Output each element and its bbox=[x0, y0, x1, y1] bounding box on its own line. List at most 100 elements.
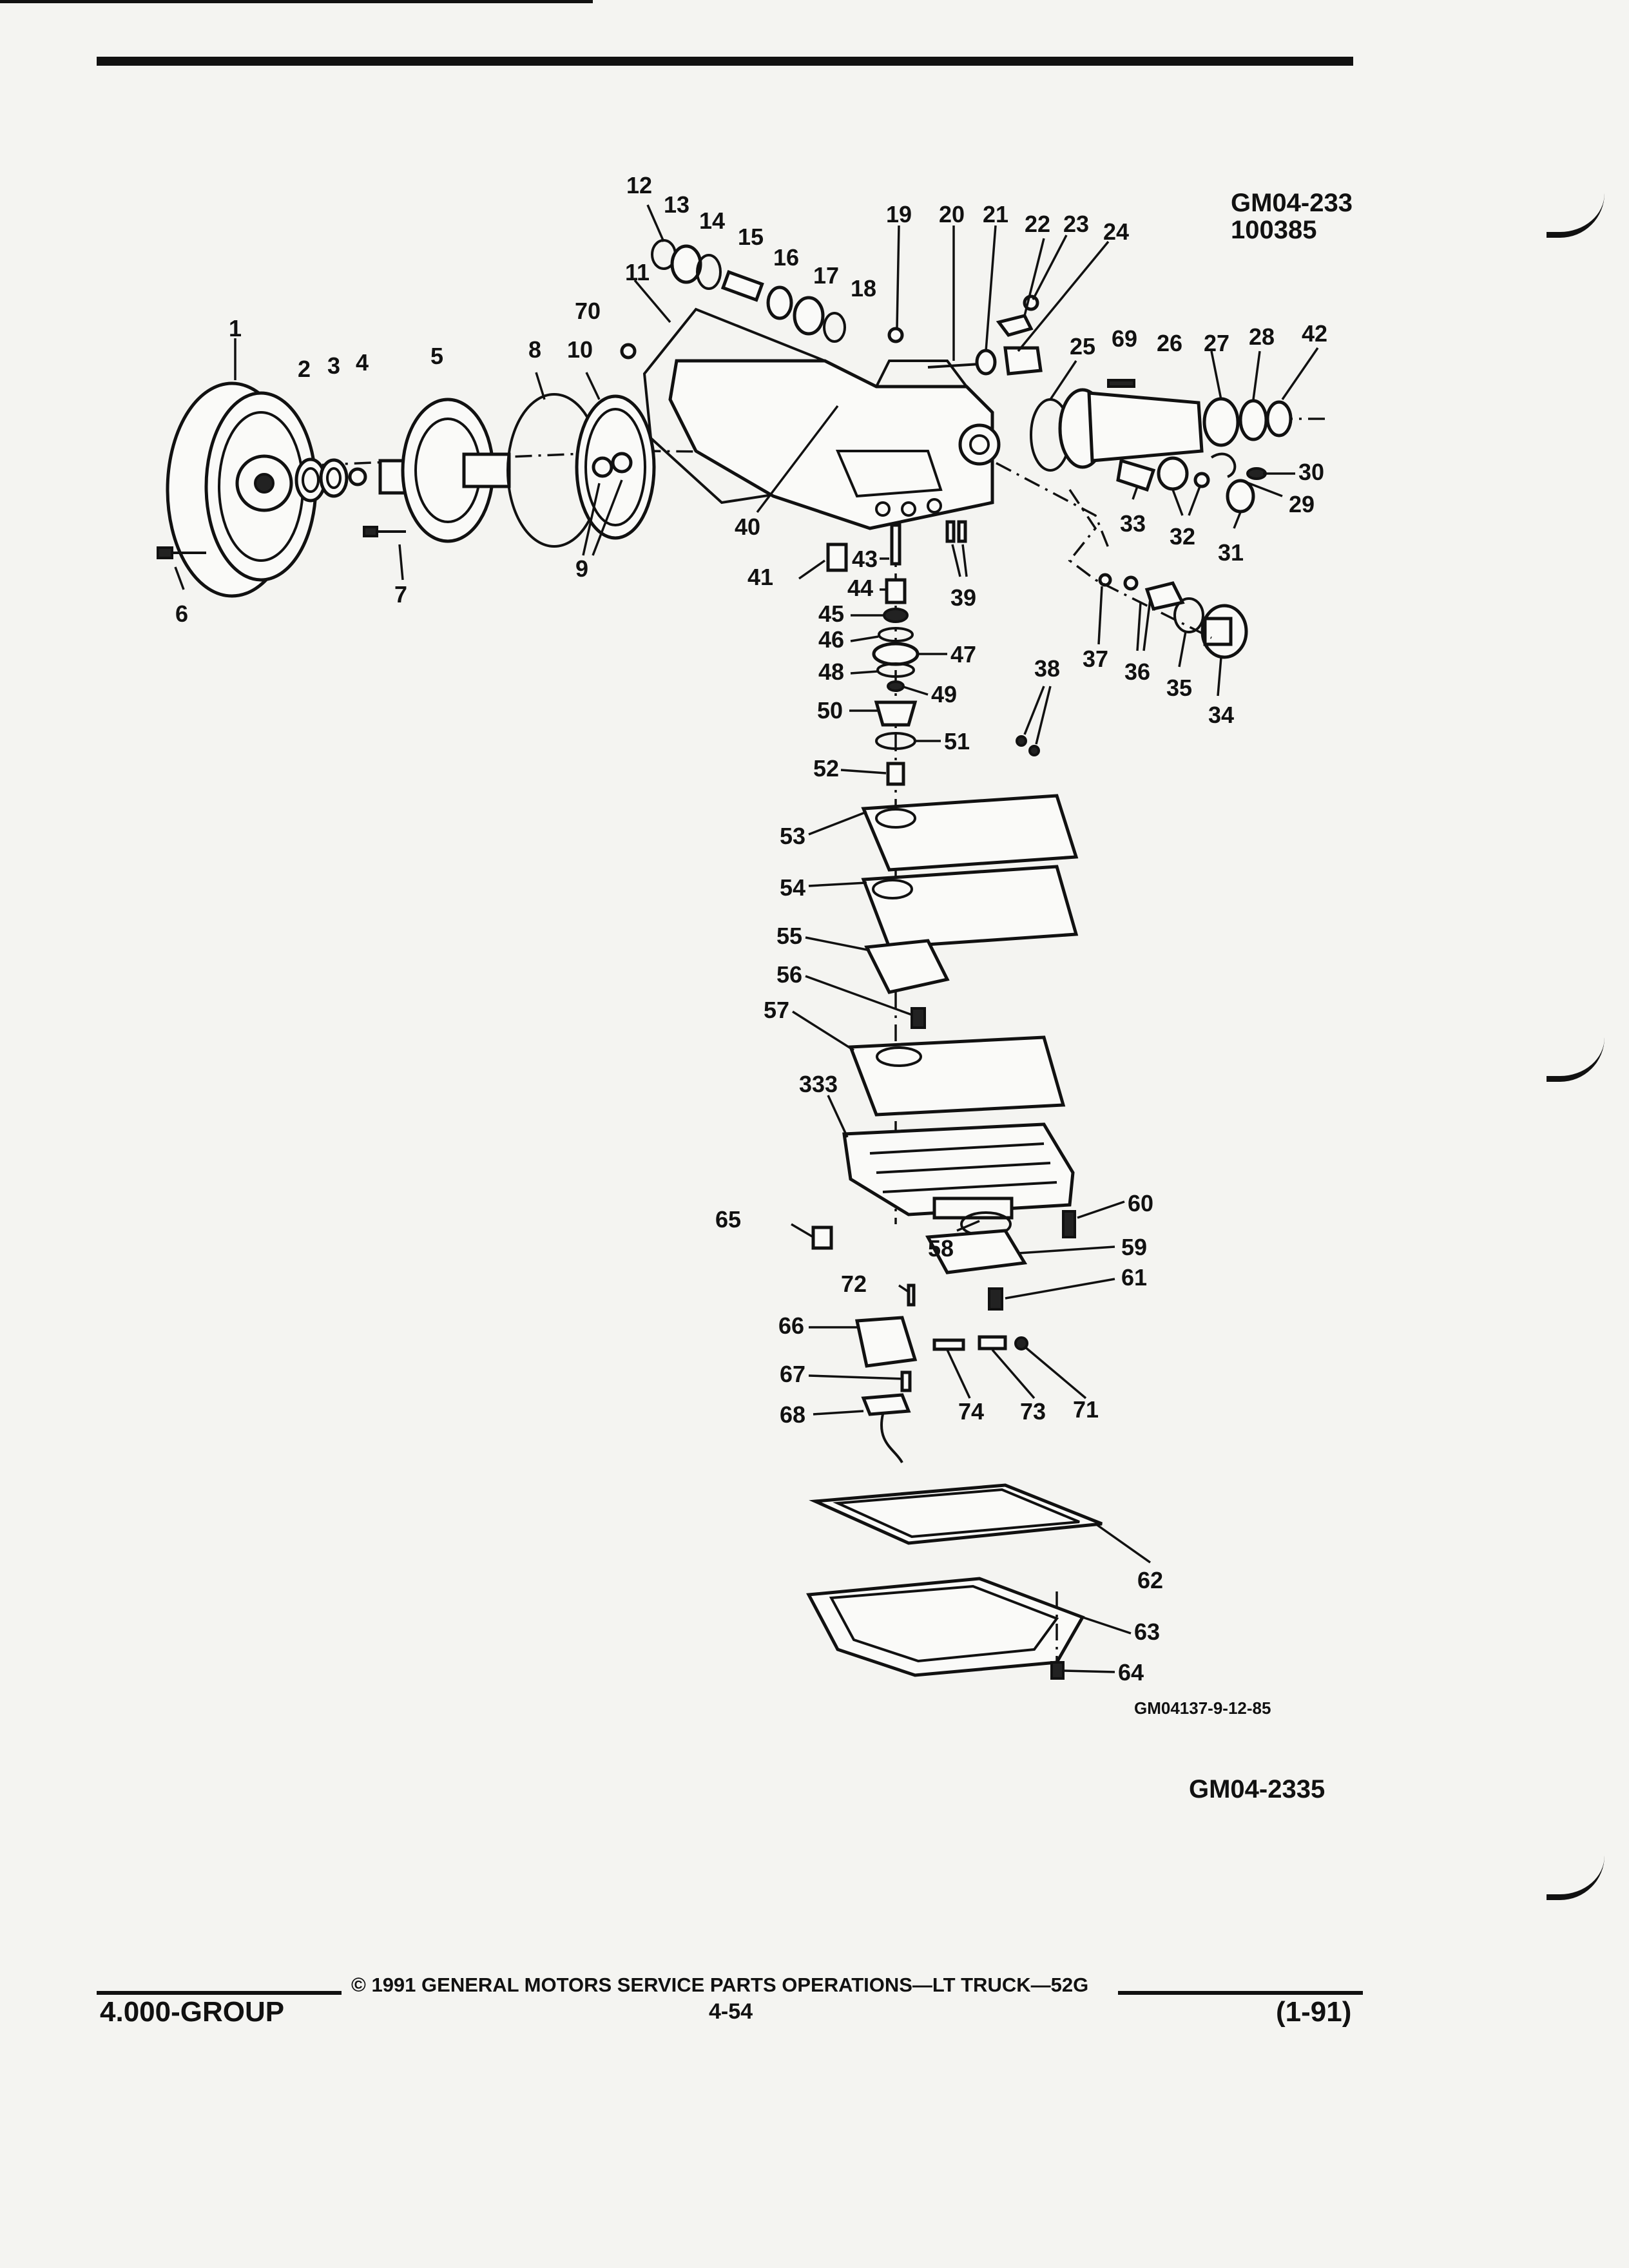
callout-51: 51 bbox=[944, 728, 970, 754]
callout-15: 15 bbox=[738, 224, 764, 250]
callout-40: 40 bbox=[735, 514, 760, 540]
callout-333: 333 bbox=[799, 1071, 838, 1097]
callout-22: 22 bbox=[1025, 211, 1050, 237]
callout-59: 59 bbox=[1121, 1234, 1147, 1260]
callout-8: 8 bbox=[528, 336, 541, 363]
callout-9: 9 bbox=[575, 555, 588, 582]
callout-19: 19 bbox=[886, 201, 912, 227]
modulator-axis bbox=[1068, 489, 1212, 639]
servo-parts bbox=[651, 239, 846, 343]
oil-pan-gasket bbox=[809, 1483, 1103, 1545]
callout-39: 39 bbox=[950, 584, 976, 611]
extension-housing bbox=[1030, 379, 1293, 472]
pump-bolt bbox=[363, 526, 406, 537]
callout-42: 42 bbox=[1302, 320, 1327, 347]
callout-48: 48 bbox=[818, 658, 844, 685]
callout-20: 20 bbox=[939, 201, 965, 227]
callout-21: 21 bbox=[983, 201, 1008, 227]
footer-page-number: 4-54 bbox=[709, 1999, 753, 2024]
callout-16: 16 bbox=[773, 244, 799, 271]
callout-69: 69 bbox=[1112, 325, 1137, 352]
bolt-56 bbox=[911, 1007, 926, 1029]
pins-39 bbox=[945, 520, 967, 543]
callout-2: 2 bbox=[298, 356, 311, 382]
speedometer-parts bbox=[1116, 452, 1267, 514]
drain-plug bbox=[1050, 1661, 1065, 1680]
callout-45: 45 bbox=[818, 601, 844, 627]
binder-mark-2 bbox=[1547, 1037, 1605, 1082]
top-edge-rule bbox=[0, 0, 593, 3]
callout-61: 61 bbox=[1121, 1264, 1147, 1291]
callout-72: 72 bbox=[841, 1271, 867, 1297]
header-rule bbox=[97, 57, 1353, 66]
callout-11: 11 bbox=[625, 259, 650, 285]
callout-7: 7 bbox=[394, 581, 407, 608]
callout-25: 25 bbox=[1070, 333, 1095, 360]
callout-66: 66 bbox=[778, 1312, 804, 1339]
transmission-case bbox=[668, 359, 1001, 530]
callout-12: 12 bbox=[626, 172, 652, 198]
o-ring bbox=[348, 467, 367, 486]
callout-47: 47 bbox=[950, 641, 976, 668]
callout-49: 49 bbox=[931, 681, 957, 707]
oil-pump-assembly bbox=[378, 398, 511, 543]
callout-57: 57 bbox=[764, 997, 789, 1023]
callout-36: 36 bbox=[1124, 658, 1150, 685]
footer-revision: (1-91) bbox=[1276, 1996, 1352, 2028]
bolt-60 bbox=[1062, 1210, 1076, 1238]
callout-71: 71 bbox=[1073, 1396, 1099, 1423]
callout-67: 67 bbox=[780, 1361, 805, 1387]
oil-pan bbox=[806, 1577, 1085, 1677]
footer-group: 4.000-GROUP bbox=[100, 1996, 285, 2028]
leader-lines bbox=[174, 204, 1319, 1673]
bolt-61 bbox=[988, 1287, 1003, 1311]
callout-10: 10 bbox=[567, 336, 593, 363]
callout-37: 37 bbox=[1083, 646, 1108, 672]
callout-18: 18 bbox=[851, 275, 876, 302]
callout-5: 5 bbox=[430, 343, 443, 369]
callout-28: 28 bbox=[1249, 323, 1275, 350]
callout-70: 70 bbox=[575, 298, 601, 324]
callout-74: 74 bbox=[958, 1398, 984, 1425]
callout-labels: 1 2 3 4 5 6 7 8 9 10 11 12 13 14 15 16 1… bbox=[175, 172, 1327, 1686]
callout-33: 33 bbox=[1120, 510, 1146, 537]
case-plug bbox=[620, 343, 637, 360]
switch-65 bbox=[811, 1225, 833, 1250]
torque-converter bbox=[166, 381, 318, 598]
callout-29: 29 bbox=[1289, 491, 1315, 517]
callout-62: 62 bbox=[1137, 1567, 1163, 1593]
check-ball-2 bbox=[1028, 745, 1040, 756]
callout-44: 44 bbox=[847, 575, 873, 601]
callout-24: 24 bbox=[1103, 218, 1129, 245]
header-date: 100385 bbox=[1231, 216, 1316, 244]
callout-35: 35 bbox=[1166, 675, 1192, 701]
valve-body-spacer-plate bbox=[861, 794, 1079, 872]
callout-56: 56 bbox=[776, 961, 802, 988]
callout-73: 73 bbox=[1020, 1398, 1046, 1425]
callout-64: 64 bbox=[1118, 1659, 1144, 1686]
callout-6: 6 bbox=[175, 601, 188, 627]
binder-mark-3 bbox=[1547, 1856, 1605, 1900]
plug-41 bbox=[826, 543, 848, 572]
converter-bolt bbox=[157, 546, 206, 559]
callout-31: 31 bbox=[1218, 539, 1244, 566]
callout-53: 53 bbox=[780, 823, 805, 849]
callout-14: 14 bbox=[699, 207, 725, 234]
callout-41: 41 bbox=[747, 564, 773, 590]
callout-68: 68 bbox=[780, 1401, 805, 1428]
footer-rule-right bbox=[1118, 1991, 1363, 1995]
small-plate-55 bbox=[864, 939, 950, 994]
callout-52: 52 bbox=[813, 755, 839, 782]
callout-65: 65 bbox=[715, 1206, 741, 1233]
callout-38: 38 bbox=[1034, 655, 1060, 682]
callout-34: 34 bbox=[1208, 702, 1234, 728]
figure-code: GM04-2335 bbox=[1189, 1775, 1325, 1803]
callout-13: 13 bbox=[664, 191, 689, 218]
footer-copyright: © 1991 GENERAL MOTORS SERVICE PARTS OPER… bbox=[351, 1974, 1089, 1996]
callout-63: 63 bbox=[1134, 1619, 1160, 1645]
callout-32: 32 bbox=[1170, 523, 1195, 550]
callout-55: 55 bbox=[776, 923, 802, 949]
callout-54: 54 bbox=[780, 874, 805, 901]
bushing bbox=[319, 458, 349, 498]
